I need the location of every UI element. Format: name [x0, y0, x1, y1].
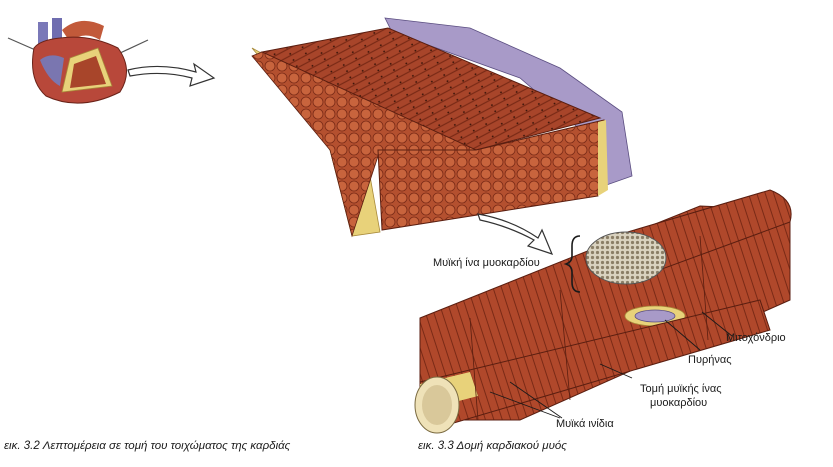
- caption-figure-3-3: εικ. 3.3 Δομή καρδιακού μυός: [418, 440, 567, 452]
- label-mitochondria: Μιτοχόνδριο: [726, 332, 786, 344]
- label-section-line2: μυοκαρδίου: [650, 397, 708, 409]
- cardiac-muscle-drawing: [414, 189, 792, 434]
- caption-figure-3-2: εικ. 3.2 Λεπτομέρεια σε τομή του τοιχώμα…: [4, 440, 291, 452]
- section-arrow-icon: [477, 213, 554, 255]
- label-muscle-fiber: Μυϊκή ίνα μυοκαρδίου: [433, 257, 540, 269]
- wall-section-drawing: [251, 17, 633, 238]
- label-section-line1: Τομή μυϊκής ίνας: [640, 383, 722, 395]
- label-nucleus: Πυρήνας: [688, 354, 732, 366]
- leader-lines: [489, 311, 733, 419]
- fiber-brace: [563, 235, 581, 293]
- heart-drawing: [7, 18, 149, 104]
- label-myofibrils: Μυϊκά ινίδια: [556, 418, 614, 430]
- heart-arrow-icon: [127, 62, 216, 87]
